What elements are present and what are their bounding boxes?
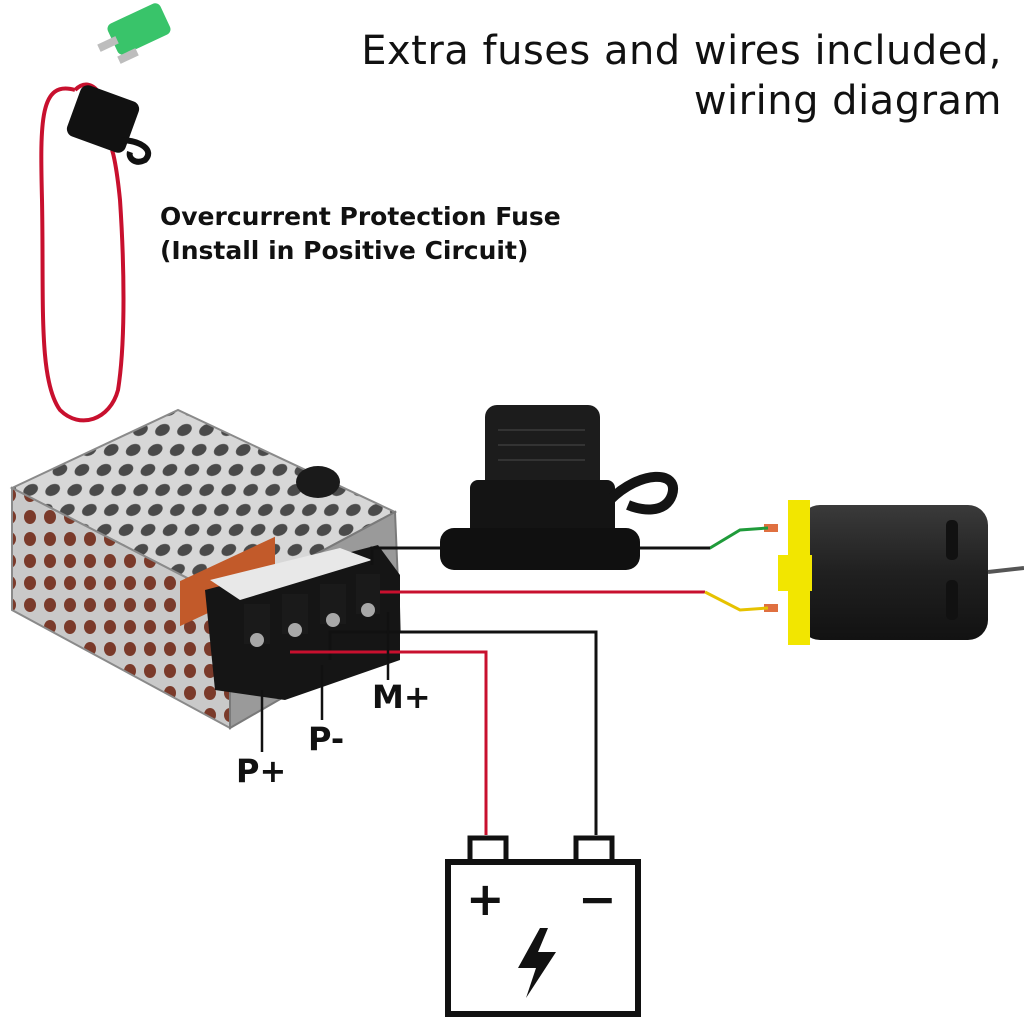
inline-fuse-holder-loop bbox=[39, 82, 152, 423]
battery-plus-symbol: + bbox=[466, 872, 505, 926]
wire-motor-negative bbox=[380, 590, 769, 612]
wire-battery-negative bbox=[328, 630, 598, 835]
fuse-label: Overcurrent Protection Fuse (Install in … bbox=[160, 200, 561, 268]
terminal-label-p-plus: P+ bbox=[236, 752, 287, 790]
fuse-label-line-1: Overcurrent Protection Fuse bbox=[160, 202, 561, 231]
terminal-label-p-minus: P- bbox=[308, 720, 345, 758]
title-line-2: wiring diagram bbox=[693, 78, 1002, 124]
wire-motor-positive-to-fuse bbox=[370, 526, 769, 565]
lightning-bolt-icon bbox=[518, 928, 556, 998]
title-line-1: Extra fuses and wires included, bbox=[361, 28, 1002, 74]
wire-battery-positive bbox=[290, 650, 488, 835]
dc-motor bbox=[764, 500, 1024, 645]
spare-blade-fuse bbox=[97, 3, 171, 64]
terminal-label-m-plus: M+ bbox=[372, 678, 431, 716]
battery-minus-symbol: − bbox=[578, 872, 617, 926]
page-title: Extra fuses and wires included, wiring d… bbox=[242, 26, 1002, 126]
battery-icon bbox=[445, 835, 641, 1017]
inline-fuse-holder-large bbox=[440, 405, 678, 570]
motor-speed-controller bbox=[9, 408, 402, 730]
fuse-label-line-2: (Install in Positive Circuit) bbox=[160, 236, 529, 265]
